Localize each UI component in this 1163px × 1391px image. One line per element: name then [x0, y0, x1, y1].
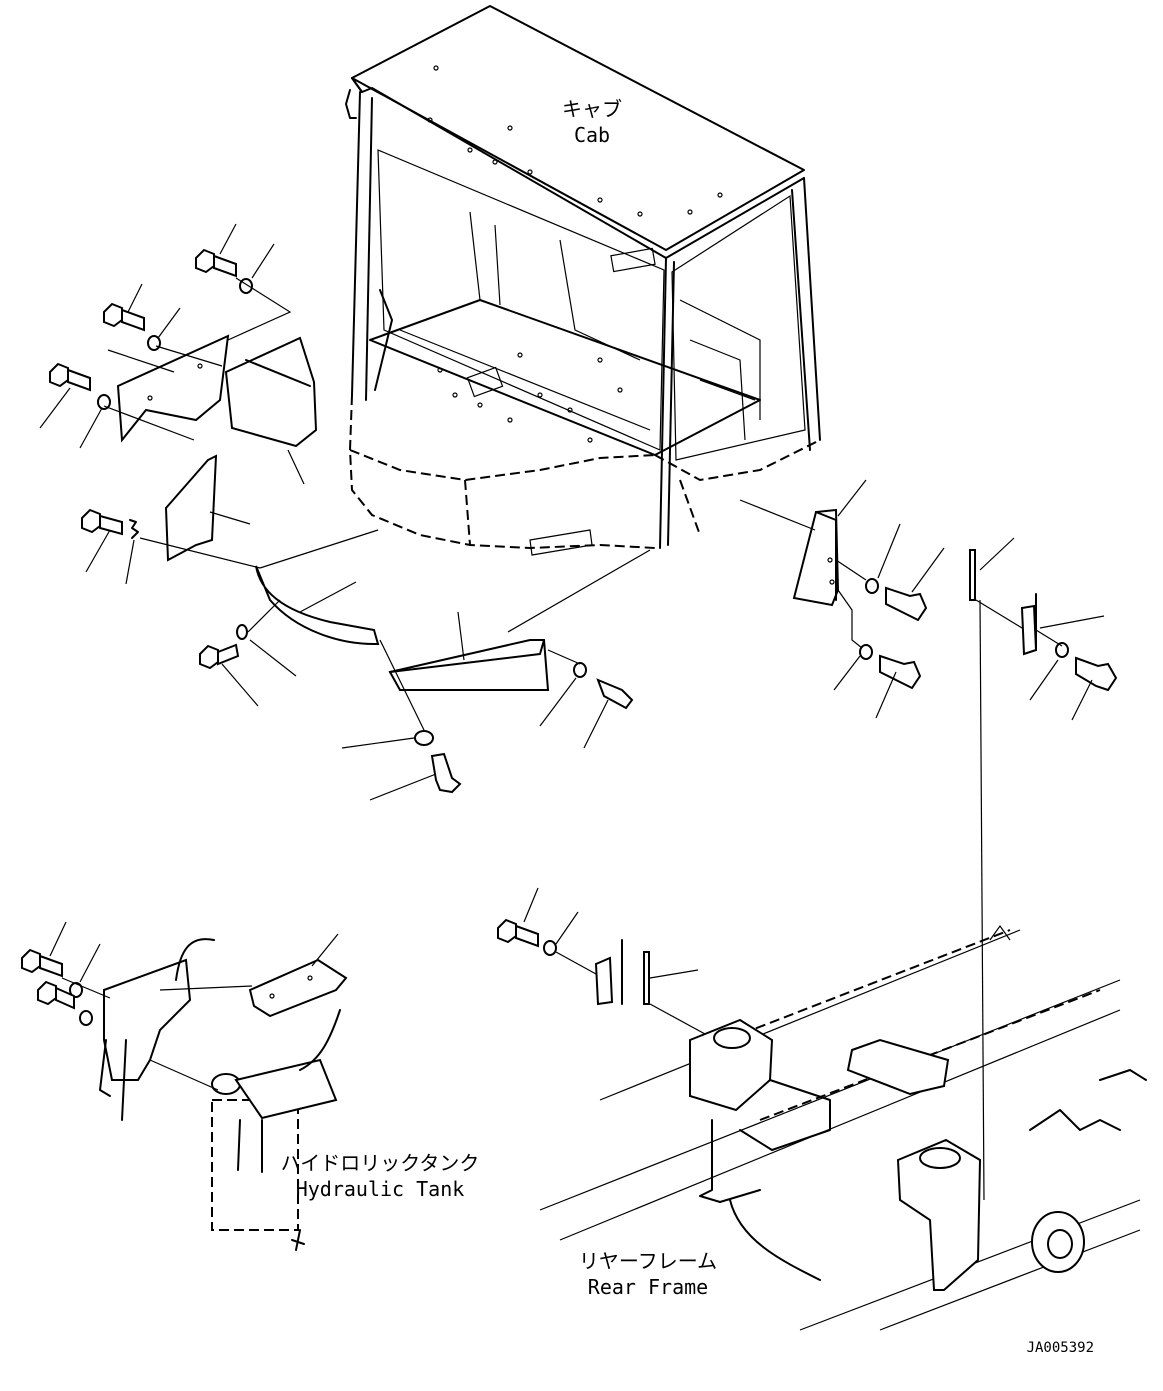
- bolt: [1075, 656, 1118, 692]
- washer: [414, 730, 434, 746]
- box-cover: [224, 336, 318, 448]
- tank-head: [234, 1058, 338, 1120]
- frame-clip: [594, 956, 614, 1006]
- bolt: [49, 362, 91, 392]
- washer: [543, 940, 557, 956]
- washer: [236, 624, 248, 640]
- cab-assembly: [345, 5, 821, 556]
- hydraulic-tank-group: [21, 921, 348, 1251]
- clip-bracket: [1020, 604, 1038, 656]
- bolt: [195, 248, 237, 278]
- washer: [865, 578, 879, 594]
- rubber-strip: [969, 549, 976, 601]
- tank-label-en: Hydraulic Tank: [296, 1177, 465, 1201]
- tank-label-jp: ハイドロリックタンク: [281, 1151, 480, 1175]
- washer: [859, 644, 873, 660]
- washer: [97, 394, 111, 410]
- drawing-code: JA005392: [1027, 1340, 1094, 1356]
- left-bracket-group: [39, 223, 651, 801]
- tank-body: [211, 1099, 299, 1231]
- washer: [573, 662, 587, 678]
- bolt: [103, 302, 145, 332]
- curved-bracket: [255, 565, 380, 646]
- right-bracket-group: [739, 479, 1118, 1201]
- rear-frame-group: [497, 887, 1147, 1331]
- rubber-strip: [643, 951, 650, 1005]
- bolt: [199, 643, 240, 670]
- bolt: [81, 508, 123, 536]
- washer: [79, 1010, 93, 1026]
- support-bracket: [388, 639, 550, 691]
- bolt: [879, 654, 922, 690]
- cross-member: [846, 1038, 950, 1096]
- cover-plate: [116, 334, 230, 443]
- bolt: [21, 948, 63, 978]
- washer: [1055, 642, 1069, 658]
- bolt: [37, 980, 75, 1010]
- spring-washer: [129, 519, 139, 539]
- floor-holes: [437, 352, 623, 443]
- frame-label-en: Rear Frame: [588, 1275, 708, 1299]
- cab-label-en: Cab: [574, 123, 610, 147]
- bolt: [885, 586, 928, 622]
- lower-pivot: [896, 1138, 982, 1291]
- filler-cap: [211, 1073, 241, 1095]
- cab-label-jp: キャブ: [562, 97, 622, 121]
- roof-holes: [427, 65, 723, 217]
- bolt: [596, 678, 634, 710]
- frame-label-jp: リヤーフレーム: [579, 1249, 717, 1273]
- bolt: [430, 752, 462, 794]
- tank-cover: [248, 958, 348, 1018]
- angled-plate: [164, 454, 218, 562]
- washer: [69, 982, 83, 998]
- bolt: [497, 918, 539, 948]
